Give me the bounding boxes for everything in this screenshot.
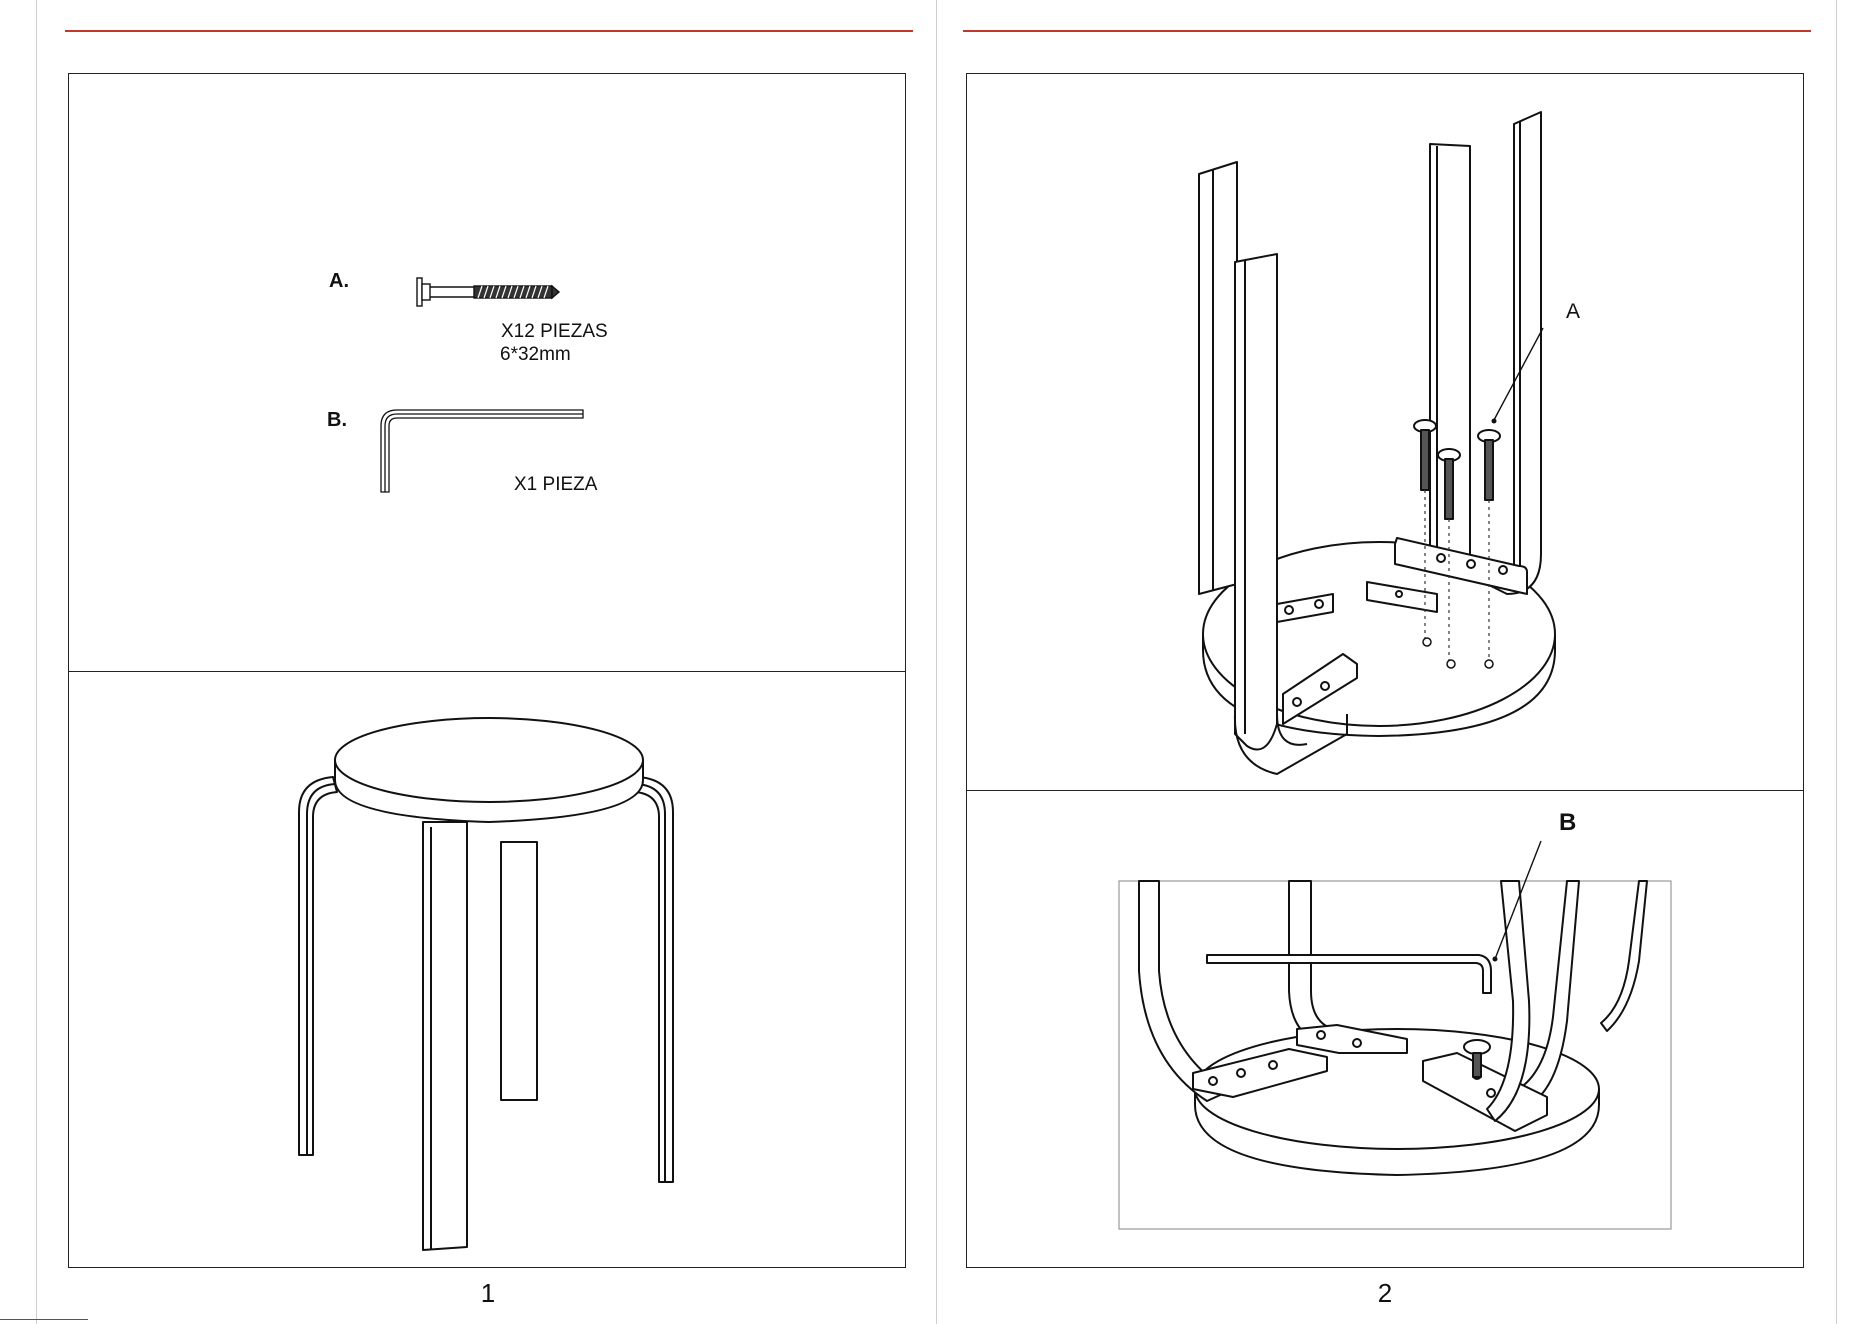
screw-3 <box>1478 430 1500 500</box>
stool-left-leg <box>299 777 337 1155</box>
left-page-edge <box>36 0 37 1324</box>
tighten-screws-illustration <box>967 791 1805 1269</box>
parts-illustration <box>69 74 907 673</box>
part-a-size: 6*32mm <box>500 344 571 366</box>
stool-illustration <box>69 672 907 1269</box>
page2-header-rule <box>963 30 1811 32</box>
corner-mark <box>0 1319 88 1324</box>
part-b-letter: B. <box>327 409 347 432</box>
page-divider <box>936 0 937 1324</box>
assembled-stool-panel <box>68 671 906 1268</box>
part-b-quantity: X1 PIEZA <box>514 474 597 496</box>
callout-b-label: B <box>1559 809 1576 837</box>
attach-legs-illustration <box>967 74 1805 792</box>
step-tighten-screws-panel: B <box>966 790 1804 1268</box>
page1-header-rule <box>65 30 913 32</box>
callout-a-label: A <box>1566 300 1580 324</box>
part-a-letter: A. <box>329 270 349 293</box>
leg-back-left <box>1199 162 1237 594</box>
page-number-1: 1 <box>458 1278 518 1309</box>
screw-icon <box>417 278 559 306</box>
step-attach-legs-panel: A <box>966 73 1804 791</box>
leg-front-left <box>1235 254 1277 750</box>
screw-head-detail <box>1464 1040 1490 1054</box>
parts-list-panel: A. X12 PIEZAS 6*32mm B. X1 PIEZA <box>68 73 906 672</box>
stool-front-leg <box>423 822 467 1250</box>
right-page-edge <box>1836 0 1837 1324</box>
stool-right-leg <box>635 777 673 1182</box>
stool-back-right-leg <box>501 842 537 1100</box>
leg-back-right <box>1477 112 1541 594</box>
page-number-2: 2 <box>1355 1278 1415 1309</box>
part-a-quantity: X12 PIEZAS <box>501 321 608 343</box>
stool-seat-top <box>335 718 643 802</box>
leg-far-right-detail <box>1601 881 1647 1031</box>
allen-key-detail <box>1207 955 1491 993</box>
